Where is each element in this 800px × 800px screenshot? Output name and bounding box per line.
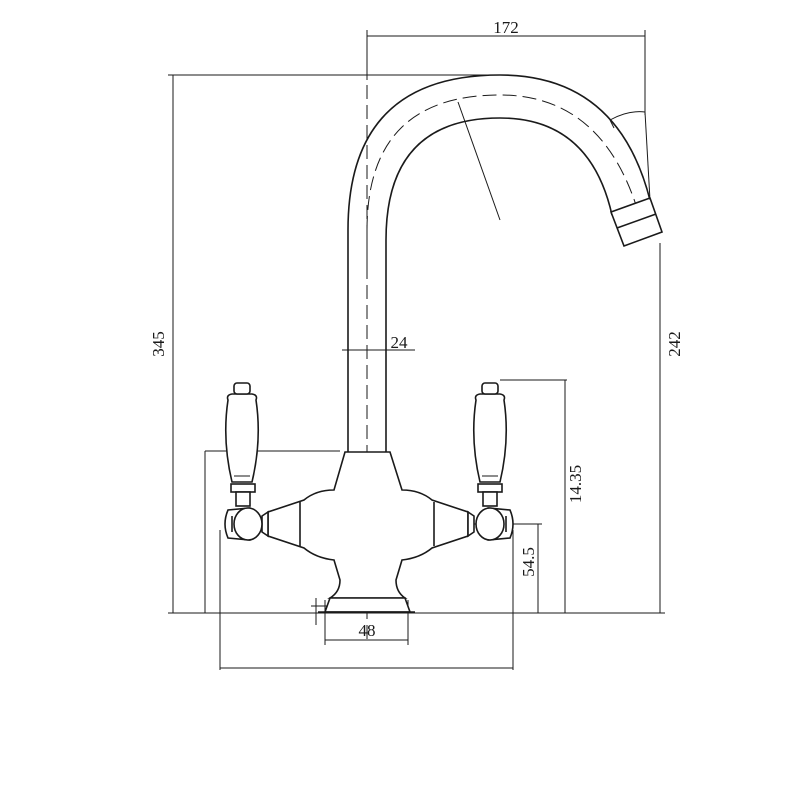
label-spout-height: 242 [665,331,684,357]
left-handle [224,382,269,541]
right-handle [467,382,514,541]
label-handle-axis-height: 54.5 [519,547,538,577]
label-lever-height: 14.35 [566,465,585,503]
label-body-diameter: 24 [391,333,409,352]
label-base-diameter: 48 [359,621,376,640]
centre-lines [228,45,641,640]
label-overall-height: 345 [149,331,168,357]
label-spout-reach: 172 [493,18,519,37]
dimension-lines [168,30,665,670]
dimension-labels: 172 345 242 24 14.35 54.5 48 [149,18,684,640]
tap-body [267,451,469,613]
spout [347,74,664,452]
